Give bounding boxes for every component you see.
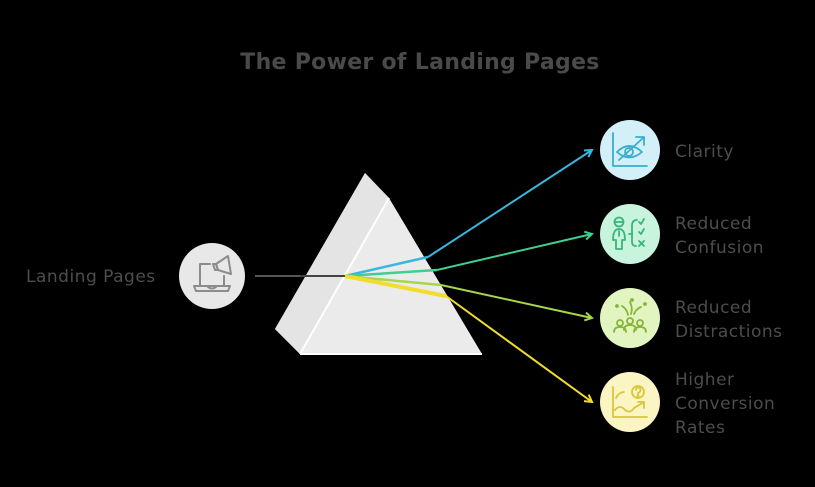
outcome-node-clarity	[600, 120, 660, 180]
outcome-label-reduced-confusion: Reduced Confusion	[675, 212, 764, 260]
outcome-node-reduced-distractions	[600, 288, 660, 348]
diagram-title: The Power of Landing Pages	[240, 50, 600, 75]
group-celebration-icon	[613, 298, 647, 333]
outcome-arrows	[427, 150, 592, 402]
outcome-label-reduced-distractions: Reduced Distractions	[675, 296, 783, 344]
chart-question-icon	[612, 385, 648, 418]
arrow-reduced-confusion	[436, 234, 592, 271]
prism	[275, 173, 482, 355]
source-label: Landing Pages	[26, 267, 156, 287]
outcome-node-higher-conversion	[600, 372, 660, 432]
laptop-megaphone-icon	[193, 255, 232, 292]
arrow-clarity	[427, 150, 592, 258]
label-line: Confusion	[675, 238, 765, 258]
refracted-rays-inside	[344, 255, 447, 298]
source-node	[179, 243, 245, 309]
person-checklist-icon	[612, 216, 645, 250]
label-line: Clarity	[675, 142, 734, 162]
label-line: Conversion	[675, 394, 776, 414]
outcome-label-clarity: Clarity	[675, 140, 734, 164]
eye-growth-chart-icon	[612, 132, 648, 167]
outcome-label-higher-conversion: Higher Conversion Rates	[675, 368, 775, 440]
label-line: Rates	[675, 418, 726, 438]
label-line: Reduced	[675, 298, 753, 318]
label-line: Higher	[675, 370, 735, 390]
outcome-node-reduced-confusion	[600, 204, 660, 264]
label-line: Reduced	[675, 214, 753, 234]
label-line: Distractions	[675, 322, 783, 342]
arrow-higher-conversion	[445, 295, 592, 402]
arrow-reduced-distractions	[440, 284, 592, 318]
